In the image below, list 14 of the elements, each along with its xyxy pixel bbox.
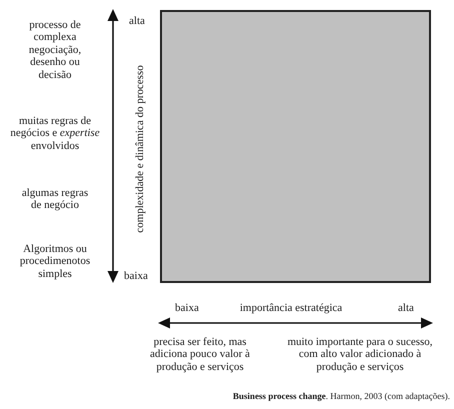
- level-description: precisa ser feito, mas adiciona pouco valor à produção e serviços: [149, 336, 251, 374]
- level-description: algumas regras de negócio: [20, 187, 90, 212]
- level-description: muito importante para o sucesso, com alto valor adicionado à produção e serviços: [286, 336, 434, 374]
- axis-end-label: alta: [398, 302, 414, 314]
- quadrant-area: [160, 10, 431, 283]
- axis-title: complexidade e dinâmica do processo: [134, 65, 146, 233]
- level-description: muitas regras de negócios e expertise envolvidos: [9, 115, 101, 152]
- caption: Business process change. Harmon, 2003 (com adaptações).: [232, 391, 450, 402]
- level-description: Algoritmos ou procedimenotos simples: [18, 243, 92, 280]
- axis-end-label: alta: [129, 15, 145, 28]
- axis-end-label: baixa: [175, 302, 199, 314]
- level-description: processo de complexa negociação, desenho ou decisão: [28, 19, 82, 82]
- axis-end-label: baixa: [124, 270, 148, 282]
- axis-title: importância estratégica: [240, 302, 342, 314]
